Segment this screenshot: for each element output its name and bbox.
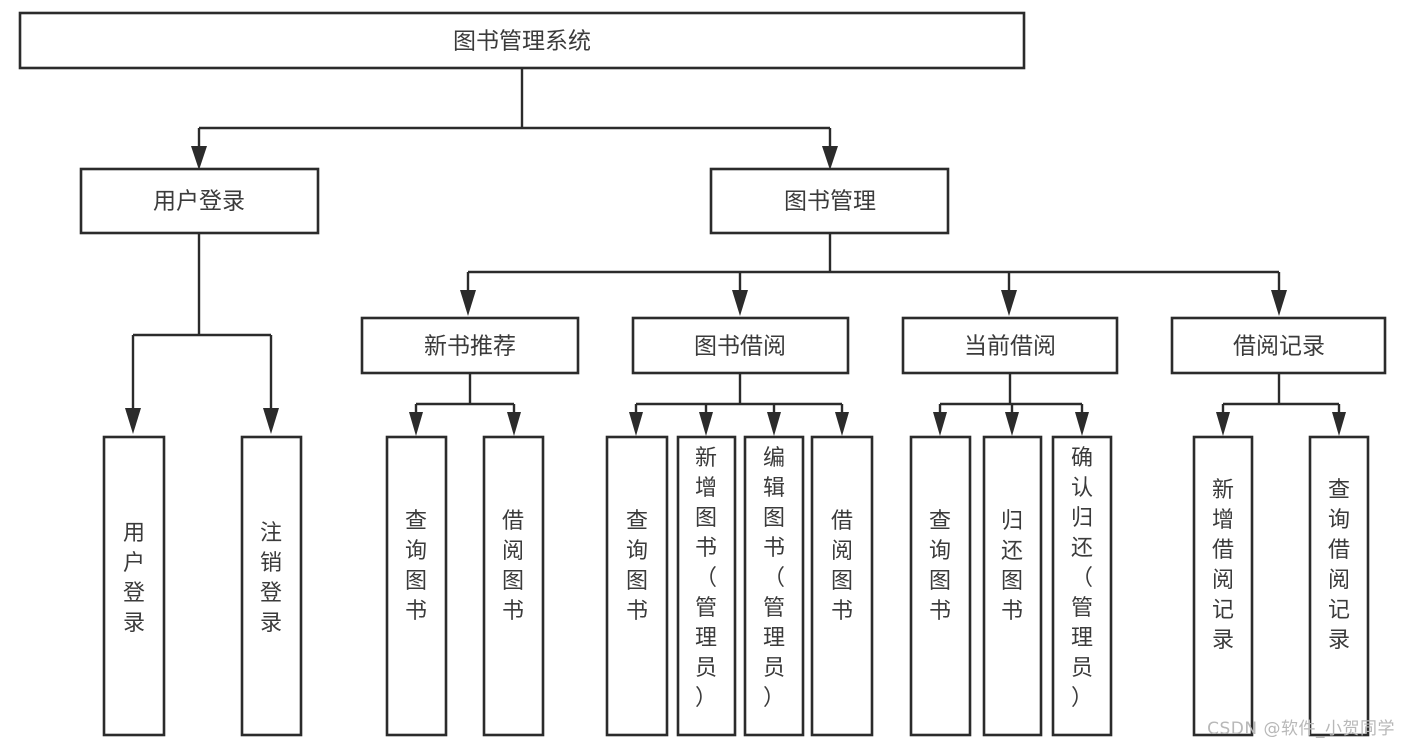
node-book-manage-box[interactable] [709, 167, 950, 235]
node-leaf-logout-box[interactable] [240, 435, 303, 737]
node-leaf-confirm-return-label: 确认归还（管理员） [1071, 446, 1093, 711]
node-current-borrow-box[interactable] [901, 316, 1119, 375]
node-leaf-borrow-book-2-label: 借阅图书 [831, 509, 853, 624]
node-leaf-logout-label: 注销登录 [260, 521, 282, 636]
node-leaf-return-book-box[interactable] [982, 435, 1043, 737]
node-borrow-record-box[interactable] [1170, 316, 1387, 375]
arrow-head-leaf-query-book-1 [409, 412, 423, 436]
arrow-head-leaf-query-book-3 [933, 412, 947, 436]
node-leaf-user-login-label: 用户登录 [123, 521, 145, 636]
node-leaf-query-book-1-label: 查询图书 [405, 509, 427, 624]
node-root-box[interactable] [18, 11, 1026, 70]
arrow-head-leaf-borrow-book-2 [835, 412, 849, 436]
node-leaf-borrow-book-1-box[interactable] [482, 435, 545, 737]
node-root[interactable]: 图书管理系统 [18, 11, 1026, 70]
node-root-label: 图书管理系统 [453, 29, 591, 55]
node-leaf-user-login-box[interactable] [102, 435, 166, 737]
node-leaf-add-record-label: 新增借阅记录 [1212, 478, 1234, 653]
arrow-head-user-login [191, 146, 207, 170]
node-leaf-edit-book[interactable]: 编辑图书（管理员） [743, 435, 805, 737]
node-leaf-add-book-label: 新增图书（管理员） [695, 446, 717, 711]
arrow-head-leaf-logout [263, 408, 279, 434]
node-leaf-add-record-box[interactable] [1192, 435, 1254, 737]
connector-layer [125, 68, 1346, 436]
arrow-head-leaf-add-record [1216, 412, 1230, 436]
node-leaf-borrow-book-2-box[interactable] [810, 435, 874, 737]
node-leaf-query-record-box[interactable] [1308, 435, 1370, 737]
arrow-head-leaf-return-book [1005, 412, 1019, 436]
node-leaf-add-book-box[interactable] [676, 435, 737, 737]
node-leaf-add-record[interactable]: 新增借阅记录 [1192, 435, 1254, 737]
leaf-layer: 用户登录 注销登录 查询图书 借阅图书 查询图书 新增图书（管理员） [102, 435, 1370, 737]
arrow-head-leaf-add-book [699, 412, 713, 436]
arrow-head-leaf-query-record [1332, 412, 1346, 436]
node-leaf-add-book[interactable]: 新增图书（管理员） [676, 435, 737, 737]
arrow-head-borrow-record [1271, 290, 1287, 316]
node-leaf-borrow-book-1[interactable]: 借阅图书 [482, 435, 545, 737]
node-leaf-query-book-3[interactable]: 查询图书 [909, 435, 972, 737]
node-leaf-logout[interactable]: 注销登录 [240, 435, 303, 737]
node-current-borrow-label: 当前借阅 [964, 334, 1056, 360]
arrow-head-leaf-edit-book [767, 412, 781, 436]
node-book-borrow-label: 图书借阅 [694, 334, 786, 360]
arrow-head-leaf-borrow-book-1 [507, 412, 521, 436]
node-leaf-user-login[interactable]: 用户登录 [102, 435, 166, 737]
node-leaf-edit-book-label: 编辑图书（管理员） [763, 446, 785, 711]
node-leaf-return-book-label: 归还图书 [1001, 509, 1023, 624]
node-book-borrow-box[interactable] [631, 316, 850, 375]
node-user-login-label: 用户登录 [153, 189, 245, 215]
node-leaf-confirm-return[interactable]: 确认归还（管理员） [1051, 435, 1113, 737]
node-user-login-box[interactable] [79, 167, 320, 235]
arrow-head-book-borrow [732, 290, 748, 316]
arrow-head-leaf-user-login [125, 408, 141, 434]
node-book-borrow[interactable]: 图书借阅 [631, 316, 850, 375]
node-leaf-query-book-3-box[interactable] [909, 435, 972, 737]
node-leaf-return-book[interactable]: 归还图书 [982, 435, 1043, 737]
node-leaf-query-book-1[interactable]: 查询图书 [385, 435, 448, 737]
node-leaf-query-record[interactable]: 查询借阅记录 [1308, 435, 1370, 737]
node-leaf-query-book-1-box[interactable] [385, 435, 448, 737]
node-leaf-query-record-label: 查询借阅记录 [1328, 478, 1350, 653]
node-leaf-borrow-book-2[interactable]: 借阅图书 [810, 435, 874, 737]
arrow-head-current-borrow [1001, 290, 1017, 316]
node-borrow-record[interactable]: 借阅记录 [1170, 316, 1387, 375]
node-leaf-query-book-2-box[interactable] [605, 435, 669, 737]
arrow-head-new-book-rec [460, 290, 476, 316]
node-leaf-query-book-3-label: 查询图书 [929, 509, 951, 624]
node-leaf-query-book-2-label: 查询图书 [626, 509, 648, 624]
node-leaf-confirm-return-box[interactable] [1051, 435, 1113, 737]
node-new-book-rec-box[interactable] [360, 316, 580, 375]
node-leaf-borrow-book-1-label: 借阅图书 [502, 509, 524, 624]
node-book-manage[interactable]: 图书管理 [709, 167, 950, 235]
node-leaf-query-book-2[interactable]: 查询图书 [605, 435, 669, 737]
node-user-login[interactable]: 用户登录 [79, 167, 320, 235]
node-current-borrow[interactable]: 当前借阅 [901, 316, 1119, 375]
watermark-label: CSDN @软件_小贺同学 [1207, 719, 1395, 739]
node-leaf-edit-book-box[interactable] [743, 435, 805, 737]
arrow-head-leaf-confirm-return [1075, 412, 1089, 436]
arrow-head-leaf-query-book-2 [629, 412, 643, 436]
node-new-book-rec[interactable]: 新书推荐 [360, 316, 580, 375]
arrow-head-book-manage [822, 146, 838, 170]
node-book-manage-label: 图书管理 [784, 189, 876, 215]
node-borrow-record-label: 借阅记录 [1233, 334, 1325, 360]
node-new-book-rec-label: 新书推荐 [424, 334, 516, 360]
